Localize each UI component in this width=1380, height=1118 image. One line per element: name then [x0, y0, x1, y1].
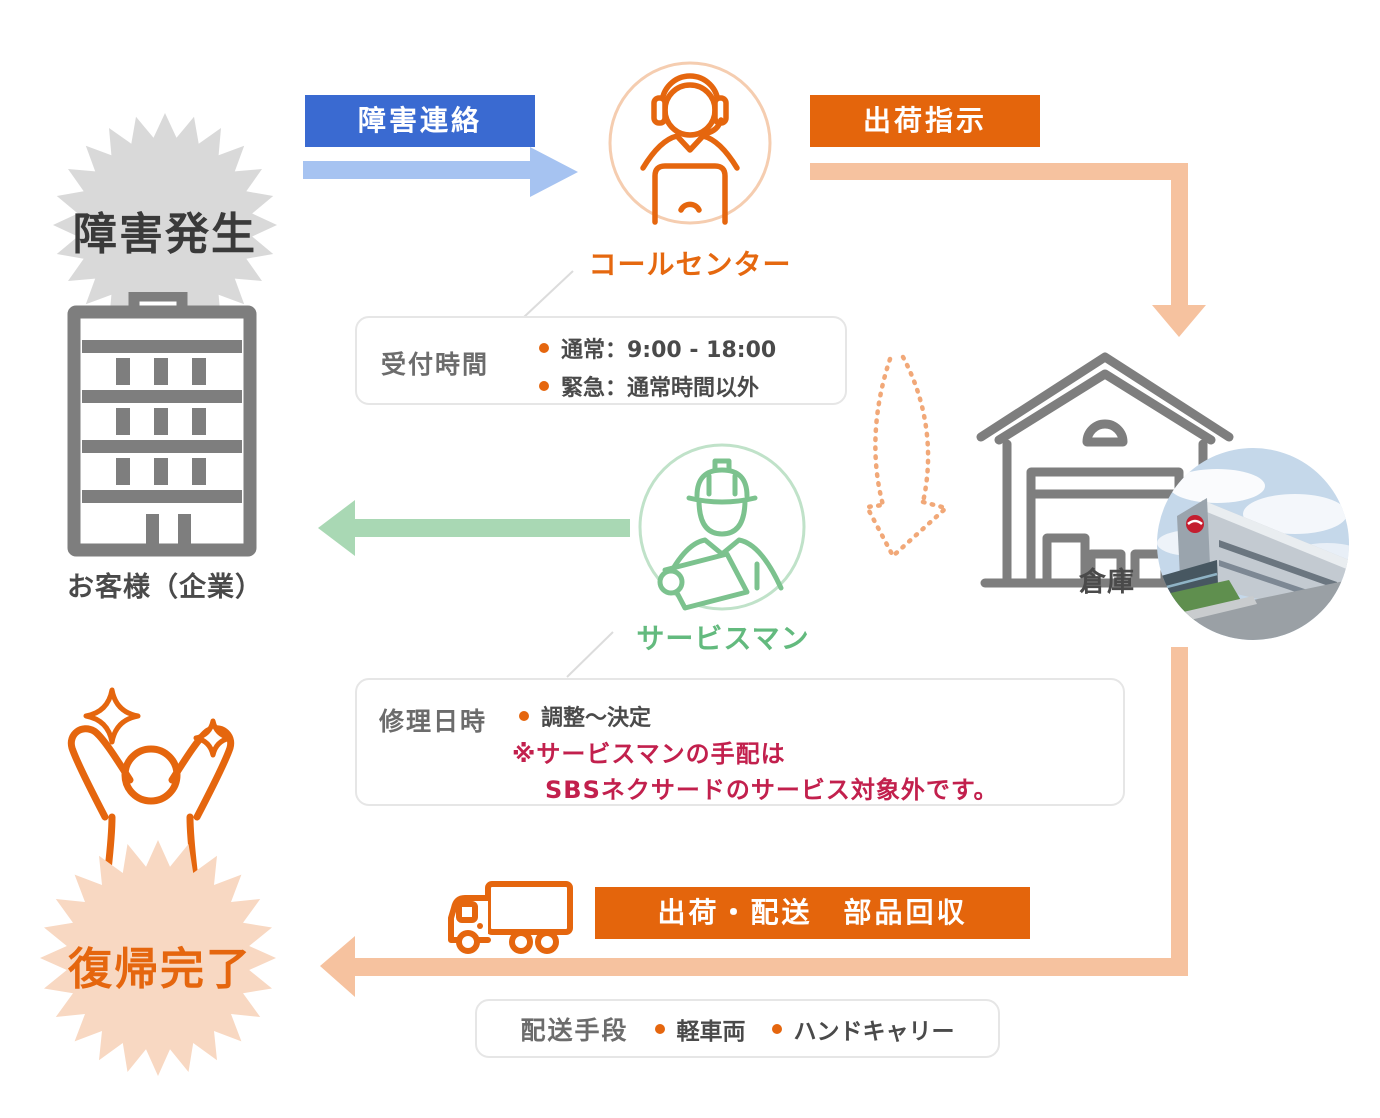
bullet-icon [539, 381, 549, 391]
repair-schedule-title: 修理日時 [379, 707, 488, 736]
failure-label: 障害発生 [73, 209, 257, 260]
recovery-burst-icon [40, 840, 276, 1076]
delivery-methods-box: 配送手段 軽車両 ハンドキャリー [475, 999, 1000, 1058]
repair-note-line-2: SBSネクサードのサービス対象外です。 [545, 776, 999, 804]
serviceman-label: サービスマン [636, 622, 810, 655]
call-center-label: コールセンター [588, 248, 792, 281]
repair-box-connector [566, 631, 614, 678]
truck-icon [448, 881, 573, 954]
serviceman-icon [638, 443, 806, 611]
ship-instruction-label: 出荷指示 [810, 95, 1040, 147]
serviceman-visit-arrow-icon [318, 500, 630, 556]
call-center-icon [608, 61, 772, 225]
warehouse-photo [1157, 448, 1349, 640]
failure-burst-icon [53, 113, 277, 337]
warehouse-label: 倉庫 [1079, 567, 1135, 598]
delivery-methods-title: 配送手段 [520, 1015, 629, 1045]
ship-delivery-label: 出荷・配送 部品回収 [595, 887, 1030, 939]
bullet-icon [771, 1023, 782, 1034]
repair-schedule-box: 修理日時 調整〜決定 ※サービスマンの手配は SBSネクサードのサービス対象外で… [355, 678, 1125, 806]
ship-delivery-arrow-icon [320, 647, 1188, 997]
reception-item-urgent: 緊急：通常時間以外 [561, 376, 760, 401]
failure-report-arrow-icon [303, 147, 578, 197]
delivery-item-light-vehicle: 軽車両 [676, 1018, 746, 1045]
ship-instruction-arrow-icon [810, 163, 1206, 337]
reception-hours-title: 受付時間 [381, 350, 490, 379]
bullet-icon [654, 1023, 665, 1034]
reception-hours-box: 受付時間 通常：9:00 - 18:00 緊急：通常時間以外 [355, 316, 847, 405]
bullet-icon [519, 711, 529, 721]
repair-note-line-1: ※サービスマンの手配は [512, 740, 786, 768]
repair-item-adjust: 調整〜決定 [541, 706, 652, 731]
reception-item-normal: 通常：9:00 - 18:00 [561, 338, 777, 363]
dotted-arrow-icon [863, 354, 951, 560]
failure-report-label: 障害連絡 [305, 95, 535, 147]
reception-box-connector [523, 270, 574, 318]
recovery-label: 復帰完了 [68, 944, 252, 995]
delivery-item-hand-carry: ハンドキャリー [793, 1018, 955, 1045]
bullet-icon [539, 343, 549, 353]
customer-label: お客様（企業） [67, 572, 263, 603]
office-building-icon [67, 292, 257, 557]
